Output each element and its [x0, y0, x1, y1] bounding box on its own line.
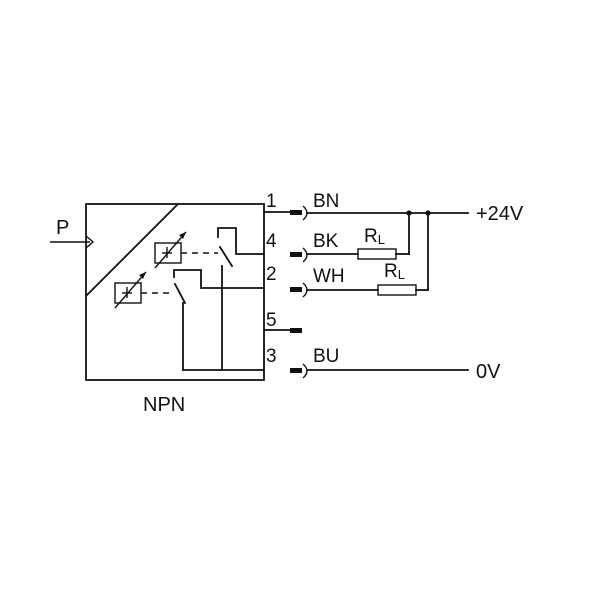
sensor-type-label: NPN: [143, 394, 185, 416]
sensor-housing: [85, 203, 265, 381]
load-resistor-lower: RL: [377, 212, 429, 296]
pin-number: 3: [266, 346, 277, 367]
pin-4: 4 BK: [266, 231, 359, 263]
pin-1: 1 BN: [263, 191, 469, 221]
junction-dot: [425, 210, 431, 216]
pin-number: 1: [266, 191, 277, 212]
pin-5: 5: [263, 310, 302, 333]
wire-label: BU: [313, 346, 339, 367]
adjust-element-upper: [154, 231, 187, 269]
wire-label: BN: [313, 191, 339, 212]
pin-number: 2: [266, 264, 277, 285]
wire-label: WH: [313, 266, 345, 287]
housing-diagonal: [84, 202, 180, 298]
supply-ground-label: 0V: [476, 361, 501, 383]
adjust-element-lower: [114, 271, 147, 309]
supply-positive-label: +24V: [476, 203, 524, 225]
wire-label: BK: [313, 231, 339, 252]
pin-2: 2 WH: [266, 264, 379, 298]
resistor-label: RL: [364, 226, 385, 247]
resistor-label: RL: [384, 261, 405, 282]
pin-3: 3 BU: [266, 346, 469, 379]
junction-dot: [406, 210, 412, 216]
pin-number: 5: [266, 310, 277, 331]
pin-number: 4: [266, 231, 277, 252]
input-arrow: [85, 235, 95, 249]
switch-lower: [173, 269, 265, 371]
switch-upper: [217, 227, 265, 371]
input-label: P: [56, 217, 69, 239]
load-resistor-upper: RL: [357, 212, 410, 260]
